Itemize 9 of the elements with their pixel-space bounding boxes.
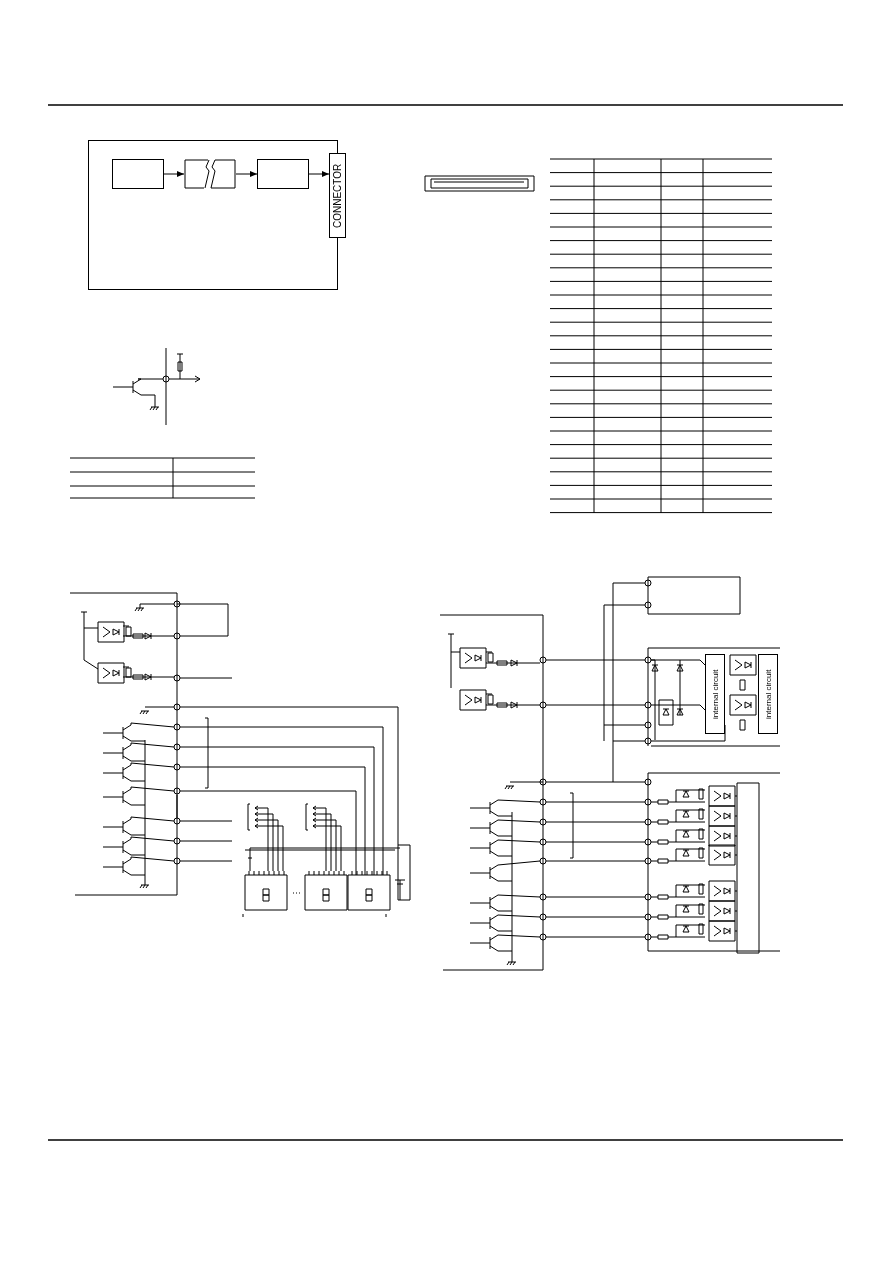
arrow	[163, 171, 185, 177]
block-box	[257, 159, 309, 189]
label-box: CONNECTOR	[329, 153, 346, 238]
arrow	[308, 171, 330, 177]
block-box	[112, 159, 164, 189]
label-box: internal circuit	[705, 654, 725, 734]
label-box: internal circuit	[758, 654, 778, 734]
broken-box	[184, 159, 236, 189]
arrow	[235, 171, 258, 177]
